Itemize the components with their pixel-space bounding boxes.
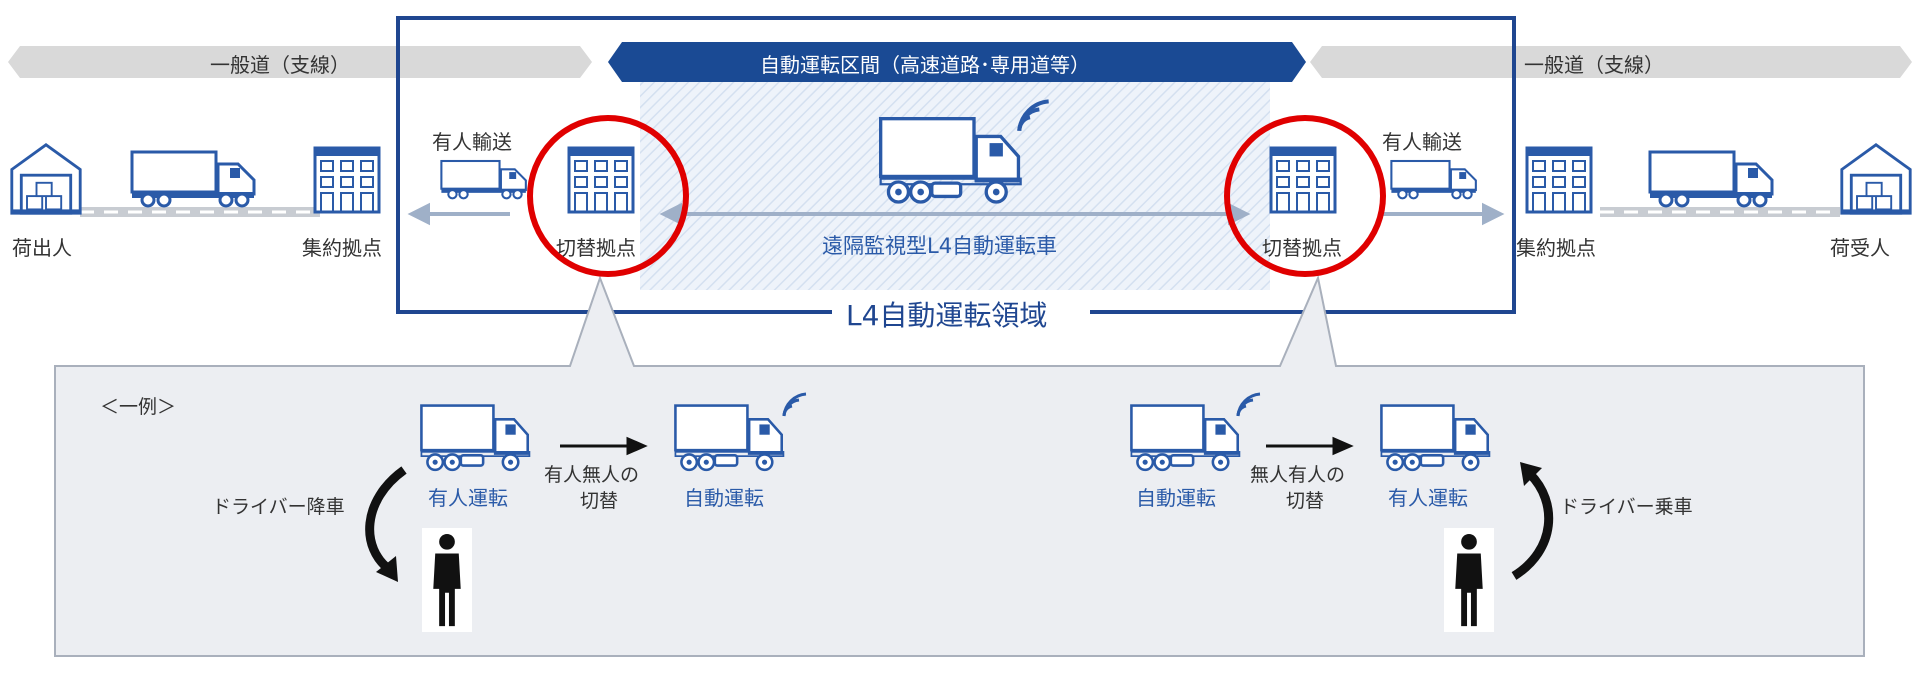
warehouse-icon	[10, 143, 82, 215]
switch-highlight-left	[527, 115, 689, 277]
manned-transport-right: 有人輸送	[1382, 130, 1462, 154]
remote-truck-label: 遠隔監視型L4自動運転車	[822, 234, 1058, 258]
left-road-label: 一般道（支線）	[210, 53, 350, 77]
driver-board-arrow	[1511, 470, 1554, 580]
right-manned-label: 有人運転	[1388, 486, 1468, 510]
l4-domain-label: L4自動運転領域	[846, 299, 1048, 332]
building-icon	[1269, 146, 1337, 214]
right-switch-line2: 切替	[1286, 490, 1325, 512]
switch-right-label: 切替拠点	[1262, 236, 1342, 260]
right-road-label: 一般道（支線）	[1524, 53, 1664, 77]
example-panel	[54, 274, 1865, 657]
building-icon	[313, 146, 381, 214]
left-road-arrow	[8, 46, 592, 78]
center-road-label: 自動運転区間（高速道路･専用道等）	[760, 53, 1090, 77]
manned-transport-left: 有人輸送	[432, 130, 512, 154]
center-road-arrow	[608, 42, 1306, 82]
driver-exit-label: ドライバー降車	[212, 496, 345, 518]
right-switch-line1: 無人有人の	[1250, 464, 1346, 486]
example-title: ＜一例＞	[100, 396, 177, 418]
building-icon	[1525, 146, 1593, 214]
warehouse-icon	[1840, 143, 1912, 215]
left-auto-label: 自動運転	[684, 486, 764, 510]
right-auto-label: 自動運転	[1136, 486, 1216, 510]
switch-left-label: 切替拠点	[556, 236, 636, 260]
driver-exit-arrow	[365, 466, 407, 574]
hub-right-label: 集約拠点	[1516, 236, 1596, 260]
truck-icon	[1390, 159, 1477, 200]
left-switch-line2: 切替	[580, 490, 619, 512]
switch-highlight-right	[1224, 115, 1386, 277]
shipper-label: 荷出人	[12, 236, 72, 260]
truck-icon	[130, 150, 256, 208]
receiver-label: 荷受人	[1830, 236, 1890, 260]
truck-icon	[440, 159, 527, 200]
left-switch-line1: 有人無人の	[544, 464, 640, 486]
truck-icon	[1648, 150, 1774, 208]
hub-left-label: 集約拠点	[302, 236, 382, 260]
left-manned-label: 有人運転	[428, 486, 508, 510]
building-icon	[567, 146, 635, 214]
right-road-arrow	[1310, 46, 1912, 78]
driver-board-label: ドライバー乗車	[1560, 496, 1693, 518]
